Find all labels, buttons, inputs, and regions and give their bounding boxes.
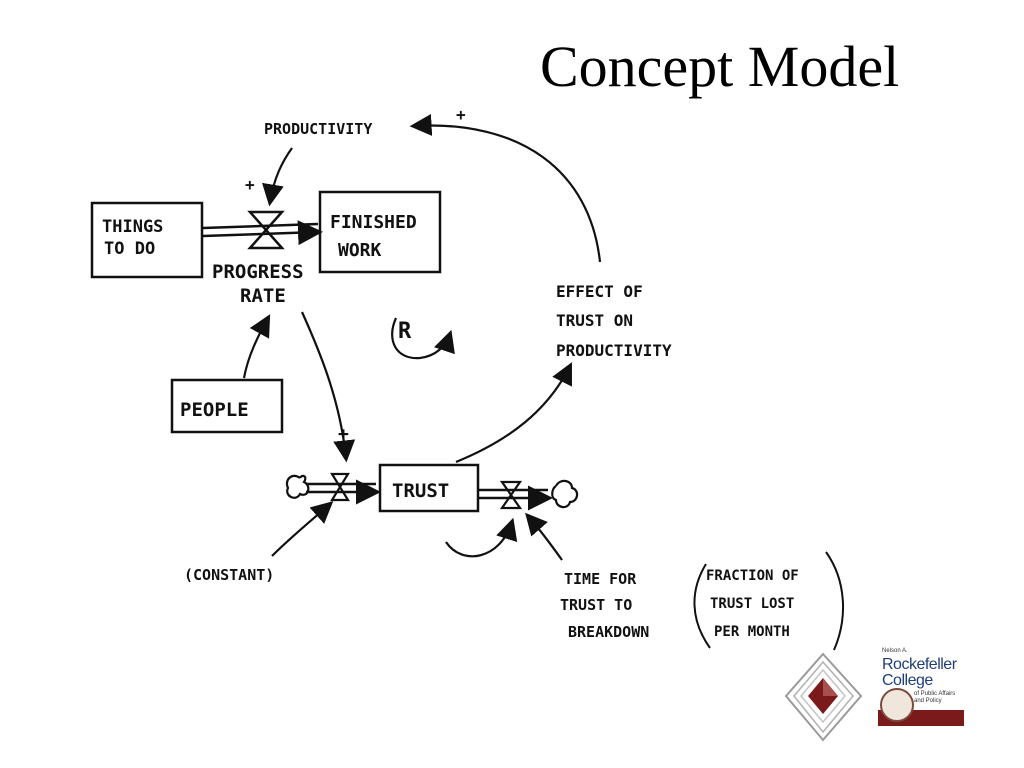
time-for-trust-label-2: TRUST TO (560, 596, 632, 614)
rockefeller-college-logo: Nelson A. Rockefeller College of Public … (878, 646, 964, 728)
people-box (170, 378, 284, 434)
progress-to-trust-inflow-arrow (300, 311, 356, 463)
fraction-label-2: TRUST LOST (710, 596, 794, 612)
slide-title: Concept Model (540, 34, 900, 99)
things-to-do-label-1: THINGS (102, 217, 163, 237)
things-to-do-label-2: TO DO (104, 239, 155, 259)
effect-of-trust-label-2: TRUST ON (556, 311, 633, 330)
finished-work-label-1: FINISHED (330, 212, 417, 233)
logo-sub-1: of Public Affairs (914, 691, 956, 697)
effect-of-trust-label-3: PRODUCTIVITY (556, 341, 672, 360)
trust-to-effect-arrow (455, 362, 572, 464)
trust-outflow-sink-cloud (551, 479, 579, 509)
progress-rate-valve (247, 210, 285, 250)
effect-link-polarity: + (456, 105, 466, 124)
logo-prefix: Nelson A. (882, 648, 908, 654)
productivity-link-polarity: + (245, 175, 255, 194)
effect-to-productivity-arrow (409, 114, 602, 263)
trust-inflow-source-cloud (285, 474, 310, 499)
reinforcing-loop-arrow (391, 317, 455, 360)
fraction-close-paren (825, 551, 844, 651)
progress-rate-label-2: RATE (240, 285, 286, 307)
trust-label: TRUST (392, 480, 449, 502)
effect-of-trust-label-1: EFFECT OF (556, 282, 643, 301)
fraction-open-paren (693, 563, 711, 649)
progress-trust-link-polarity: + (338, 424, 349, 445)
logo-sub-2: and Policy (914, 698, 942, 704)
fraction-label-1: FRACTION OF (706, 568, 799, 584)
work-flow-pipe-bottom (202, 220, 323, 246)
diamond-logo-mark (784, 652, 863, 742)
constant-label: (CONSTANT) (184, 566, 274, 584)
productivity-label: PRODUCTIVITY (264, 120, 372, 138)
people-label: PEOPLE (180, 399, 249, 421)
reinforcing-loop-label: R (398, 319, 412, 344)
trust-to-outflow-arrow (445, 517, 518, 558)
productivity-to-valve-arrow (262, 147, 293, 207)
time-for-trust-label-1: TIME FOR (564, 570, 637, 588)
constant-to-inflow-arrow (271, 501, 334, 557)
time-for-trust-label-3: BREAKDOWN (568, 623, 649, 641)
time-to-outflow-arrow (525, 512, 563, 561)
finished-work-label-2: WORK (338, 240, 382, 261)
trust-outflow-valve (499, 480, 523, 510)
progress-rate-label-1: PROGRESS (212, 261, 304, 283)
fraction-label-3: PER MONTH (714, 624, 790, 640)
people-to-progress-arrow (242, 314, 271, 379)
logo-line-2: College (882, 672, 933, 689)
logo-line-1: Rockefeller (882, 656, 957, 673)
seal-icon (880, 688, 914, 722)
trust-inflow-valve (330, 472, 350, 502)
things-to-do-box (90, 201, 204, 279)
